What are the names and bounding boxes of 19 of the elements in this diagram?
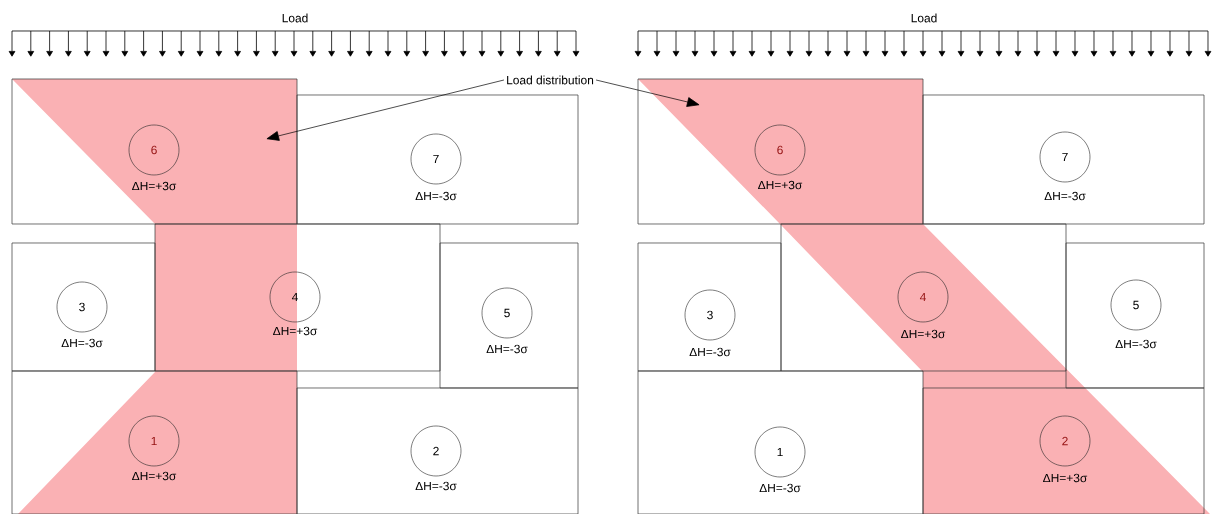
height-change-label: ΔH=+3σ (132, 181, 177, 191)
height-change-label: ΔH=-3σ (759, 483, 801, 493)
height-change-label: ΔH=+3σ (132, 471, 177, 481)
height-change-label: ΔH=+3σ (273, 326, 318, 336)
load-label: Load (282, 13, 308, 23)
height-change-label: ΔH=+3σ (901, 329, 946, 339)
callout-text: Load distribution (507, 75, 594, 85)
height-change-label: ΔH=-3σ (486, 344, 528, 354)
height-change-label: ΔH=-3σ (1044, 191, 1086, 201)
height-change-label: ΔH=-3σ (689, 347, 731, 357)
height-change-label: ΔH=-3σ (415, 191, 457, 201)
leader-line (266, 79, 505, 141)
height-change-label: ΔH=-3σ (415, 481, 457, 491)
height-change-label: ΔH=-3σ (61, 338, 103, 348)
height-change-label: ΔH=+3σ (758, 180, 803, 190)
height-change-label: ΔH=+3σ (1043, 473, 1088, 483)
load-label: Load (911, 13, 937, 23)
height-change-label: ΔH=-3σ (1115, 339, 1157, 349)
leader-line (595, 79, 700, 107)
